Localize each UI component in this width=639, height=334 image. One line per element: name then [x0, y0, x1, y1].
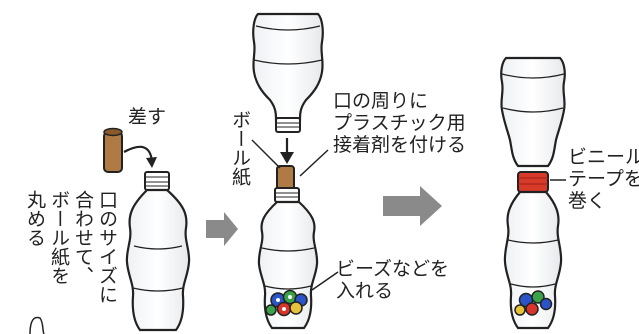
- instruction-line-1: 口のサイズに: [96, 190, 118, 304]
- beads-instruction: ビーズなどを 入れる: [336, 258, 450, 302]
- instruction-line-4: 丸める: [24, 190, 46, 247]
- instruction-line-3: ボール紙を: [48, 190, 70, 285]
- instruction-line-2: 合わせて、: [72, 190, 94, 285]
- cardboard-label: ボール紙: [229, 110, 251, 186]
- bottle-1-icon: [125, 171, 191, 332]
- beads-icon: [265, 289, 308, 317]
- joined-bottles-icon: [500, 56, 566, 330]
- glue-instruction: 口の周りに プラスチック用 接着剤を付ける: [333, 90, 467, 156]
- cardboard-tube-icon: [103, 127, 123, 173]
- tape-instruction: ビニール テープを 巻く: [568, 146, 639, 212]
- next-step-arrow-icon: [206, 212, 238, 246]
- leaf-doodle-icon: [29, 316, 45, 334]
- next-step-arrow-icon: [383, 186, 442, 226]
- insert-label: 差す: [128, 106, 167, 128]
- inverted-bottle-icon: [252, 12, 324, 133]
